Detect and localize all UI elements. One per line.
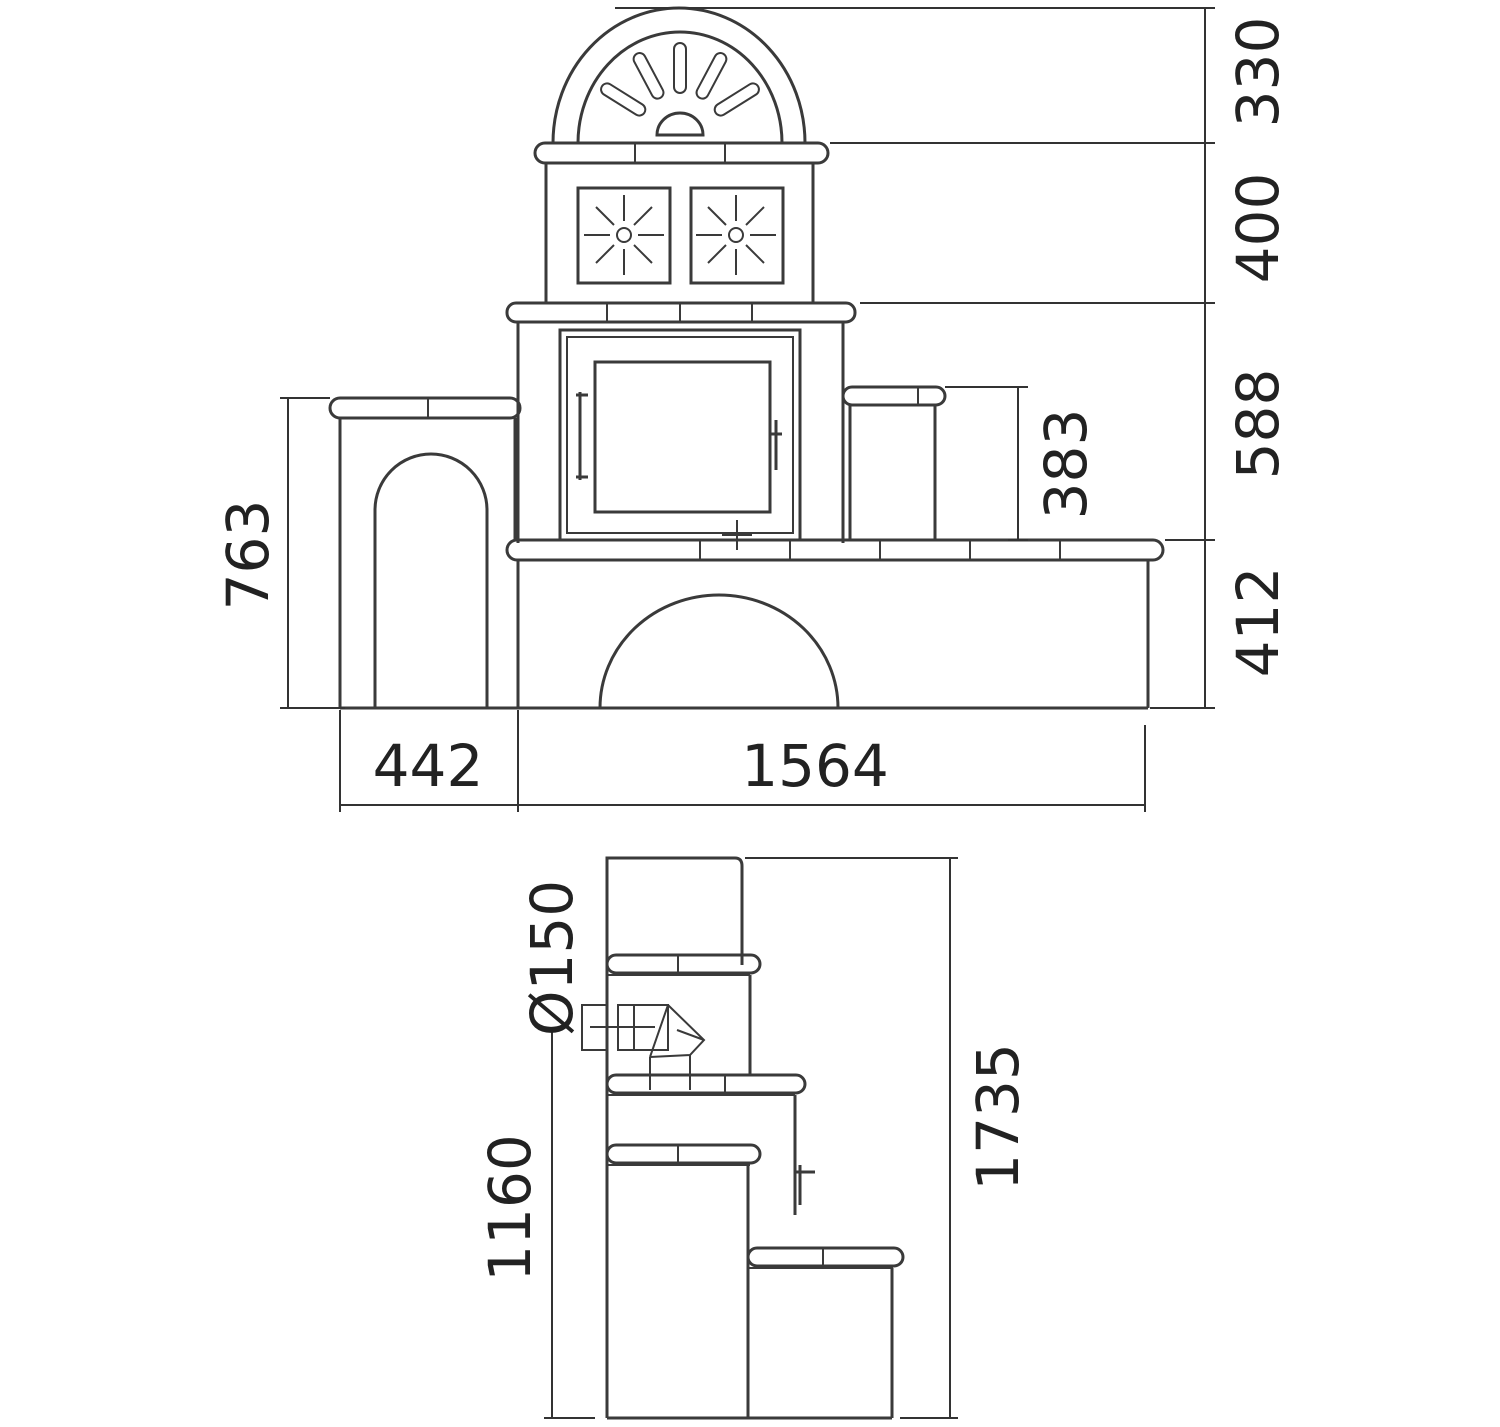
dim-1564: 1564 xyxy=(741,732,889,800)
dim-330: 330 xyxy=(1224,17,1292,128)
left-bench-body xyxy=(338,418,517,708)
side-middle-cornice xyxy=(605,1073,807,1095)
left-bench-arch xyxy=(373,452,489,708)
front-view xyxy=(328,6,1165,710)
flue-pipe xyxy=(581,1004,706,1090)
door-handle xyxy=(770,420,782,470)
top-cornice xyxy=(533,141,830,165)
chimney-top xyxy=(605,856,744,1418)
dim-flue-diameter: Ø150 xyxy=(518,880,586,1036)
dim-763: 763 xyxy=(214,500,282,611)
lower-cornice xyxy=(505,538,1165,562)
base-arch xyxy=(598,593,840,709)
side-upper-cornice xyxy=(605,953,762,975)
side-lower-cornice xyxy=(605,1143,762,1165)
right-bench-cornice xyxy=(841,385,947,407)
dim-588: 588 xyxy=(1224,369,1292,480)
dome-half-sun xyxy=(655,111,705,137)
front-dimensions: 330 400 588 412 383 763 442 1564 xyxy=(214,7,1292,812)
sun-rays xyxy=(600,42,760,117)
side-view xyxy=(581,856,905,1420)
side-bench-cornice xyxy=(746,1246,905,1268)
dome-outer xyxy=(551,6,807,144)
side-handle xyxy=(795,1165,815,1205)
dim-400: 400 xyxy=(1224,173,1292,284)
left-bench-cornice xyxy=(328,396,522,420)
firebox-column xyxy=(516,322,845,543)
fire-door-glass xyxy=(593,360,772,514)
dim-1735: 1735 xyxy=(964,1043,1032,1191)
dim-383: 383 xyxy=(1032,409,1100,520)
decor-panel-left xyxy=(576,186,672,285)
dome-inner xyxy=(576,30,784,144)
side-dimensions: 1735 1160 Ø150 xyxy=(476,857,1032,1419)
decor-panel-right xyxy=(689,186,785,285)
base-body xyxy=(340,560,1150,710)
dim-412: 412 xyxy=(1224,567,1292,678)
door-hinges xyxy=(576,392,588,480)
dim-442: 442 xyxy=(373,732,484,800)
dim-1160: 1160 xyxy=(476,1134,544,1282)
